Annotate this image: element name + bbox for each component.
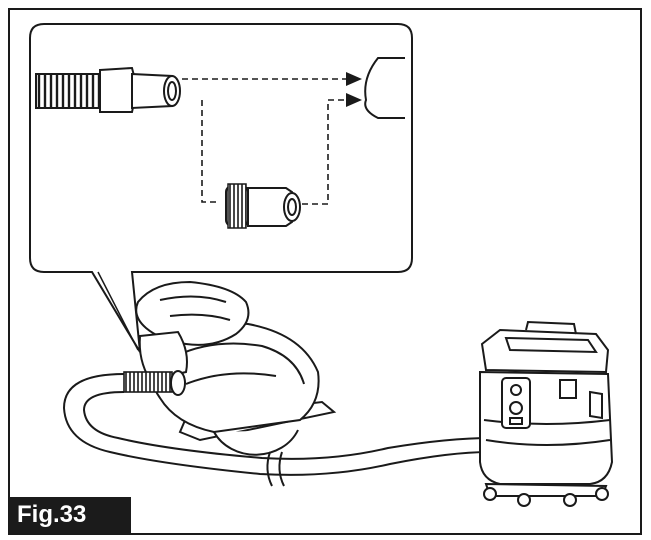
hose-cuff bbox=[99, 66, 181, 113]
connection-arrows bbox=[182, 78, 346, 205]
dust-extractor bbox=[479, 320, 614, 497]
saw-hose-connection bbox=[123, 370, 186, 396]
caster-wheels bbox=[483, 487, 609, 507]
hose-adapter bbox=[225, 183, 301, 229]
vacuum-hose bbox=[62, 373, 493, 487]
dust-port-outline bbox=[364, 57, 405, 119]
figure-label: Fig.33 bbox=[9, 497, 131, 533]
circular-saw bbox=[135, 280, 337, 456]
figure-frame bbox=[8, 8, 642, 535]
hose-corrugated-end bbox=[35, 73, 103, 109]
arrow-heads bbox=[346, 72, 362, 107]
